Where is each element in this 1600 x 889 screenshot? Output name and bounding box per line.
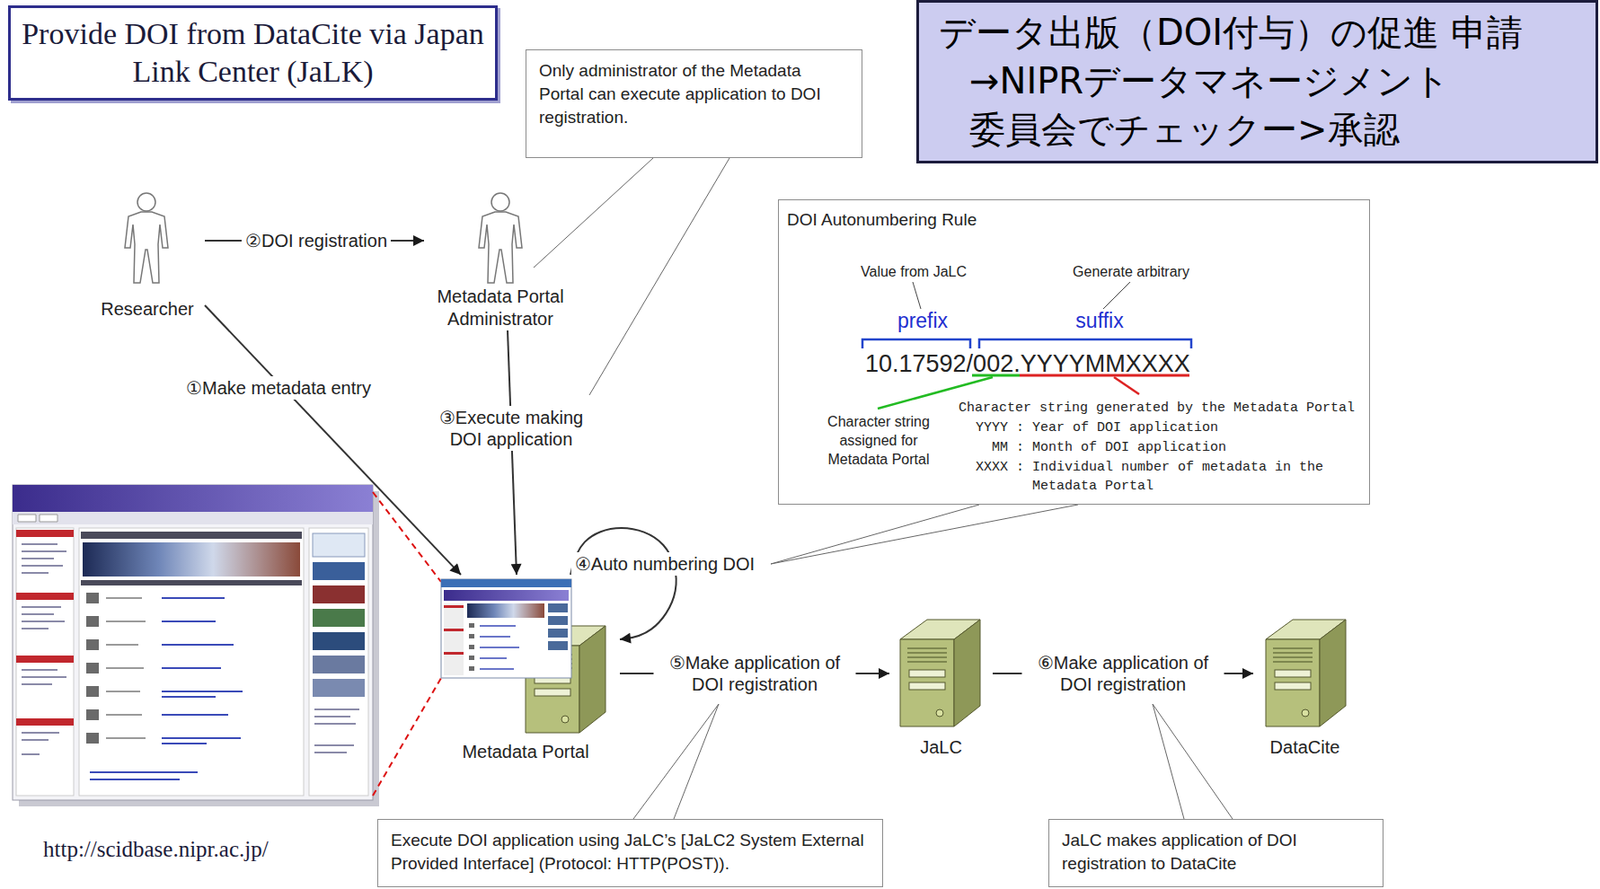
screenshot-links <box>89 598 243 780</box>
rule-text: Generate arbitrary <box>1050 263 1212 282</box>
flow-arrow <box>204 305 461 575</box>
step-label: ⑤Make application of DOI registration <box>654 651 857 697</box>
screenshot-image <box>312 609 365 628</box>
screenshot-frame <box>12 485 373 801</box>
title-box: Provide DOI from DataCite via Japan Link… <box>8 5 498 101</box>
callout-text: Execute DOI application using JaLC’s [Ja… <box>390 829 870 876</box>
connector-group <box>204 240 1254 674</box>
node-label: Metadata Portal Administrator <box>424 285 577 331</box>
actor-node: Metadata Portal <box>431 574 620 764</box>
window-images <box>548 603 568 651</box>
screenshot-buttons <box>17 514 58 522</box>
node-label: Metadata Portal <box>431 741 620 764</box>
window-sidebar <box>443 603 464 676</box>
step-label: ②DOI registration <box>241 229 391 253</box>
rule-text: Character string assigned for Metadata P… <box>811 412 946 469</box>
callout-box: JaLC makes application of DOI registrati… <box>1048 819 1384 888</box>
jalc-server <box>900 619 981 727</box>
actor-node: DataCite <box>1253 615 1357 760</box>
rule-text: YYYY : Year of DOI application <box>975 418 1219 438</box>
callout-pointer <box>533 158 730 396</box>
portal-screenshot <box>12 485 380 807</box>
screenshot-toolbar <box>12 512 373 525</box>
rule-text: 10.17592/002.YYYYMMXXXX <box>865 349 1191 379</box>
rule-text: prefix <box>877 308 968 334</box>
screenshot-header <box>12 485 373 513</box>
title-text: Provide DOI from DataCite via Japan Link… <box>19 15 487 91</box>
step-label: ⑥Make application of DOI registration <box>1022 651 1225 697</box>
rule-text: suffix <box>1054 308 1145 334</box>
rule-text: Character string generated by the Metada… <box>958 398 1355 418</box>
screenshot-main-bar <box>80 580 302 586</box>
window-thumbnails <box>468 623 475 672</box>
node-label: DataCite <box>1253 736 1357 760</box>
screenshot-main-bar <box>80 531 302 540</box>
window-header <box>443 590 569 602</box>
callout-text: Only administrator of the Metadata Porta… <box>539 59 849 130</box>
step-label: ①Make metadata entry <box>182 376 375 400</box>
screenshot-image <box>312 655 365 674</box>
doi-brackets <box>862 339 1192 349</box>
screenshot-image <box>312 632 365 651</box>
doi-leader-lines <box>912 282 1131 310</box>
rule-text: XXXX : Individual number of metadata in … <box>975 458 1362 496</box>
screenshot-logo <box>312 533 365 557</box>
window-links <box>479 626 520 670</box>
datacite-server <box>1265 619 1346 727</box>
callout-box: Execute DOI application using JaLC’s [Ja… <box>377 819 884 888</box>
screenshot-banner <box>82 542 301 577</box>
screenshot-image <box>312 585 365 604</box>
node-label: Researcher <box>89 298 205 321</box>
screenshot-side-lines <box>314 709 360 753</box>
actor-node: Researcher <box>89 190 205 321</box>
step-label: ④Auto numbering DOI <box>571 552 759 576</box>
researcher-figure <box>124 193 168 283</box>
screenshot-sidebar <box>16 528 74 796</box>
window-menu-bars <box>443 605 464 655</box>
callout-text: JaLC makes application of DOI registrati… <box>1061 829 1371 876</box>
flow-arrow <box>507 330 517 575</box>
actor-node: JaLC <box>889 615 993 760</box>
portal-window <box>441 579 572 679</box>
rule-panel: DOI Autonumbering RuleValue from JaLC Gen… <box>777 199 1371 505</box>
window-frame <box>441 579 572 679</box>
zoom-lines <box>372 492 442 796</box>
screenshot-image <box>312 562 365 581</box>
node-label: JaLC <box>889 736 993 760</box>
callout-pointer <box>770 504 1079 565</box>
screenshot-menu-lines <box>21 544 67 755</box>
window-titlebar <box>441 579 572 588</box>
rule-text: MM : Month of DOI application <box>991 438 1227 458</box>
screenshot-image <box>312 679 365 698</box>
actor-node: Metadata Portal Administrator <box>424 190 577 331</box>
screenshot-main <box>79 528 304 796</box>
step-label: ③Execute making DOI application <box>430 406 593 451</box>
screenshot-right-column <box>309 528 369 796</box>
heading-text: データ出版（DOI付与）の促進 申請→NIPRデータマネージメント 委員会でチェ… <box>969 8 1582 154</box>
heading-box: データ出版（DOI付与）の促進 申請→NIPRデータマネージメント 委員会でチェ… <box>916 0 1599 164</box>
callout-pointer <box>1152 704 1233 820</box>
administrator-figure <box>478 193 522 283</box>
url-label: http://scidbase.nipr.ac.jp/ <box>43 835 269 864</box>
callout-pointer <box>633 704 719 820</box>
screenshot-thumbnails <box>86 592 99 744</box>
screenshot-captions <box>106 598 146 739</box>
callout-box: Only administrator of the Metadata Porta… <box>525 49 863 159</box>
rule-text: DOI Autonumbering Rule <box>786 209 977 231</box>
doi-red-leader <box>1113 377 1140 395</box>
rule-text: Value from JaLC <box>841 263 986 282</box>
flow-arrow <box>570 528 677 640</box>
window-banner <box>467 603 545 619</box>
